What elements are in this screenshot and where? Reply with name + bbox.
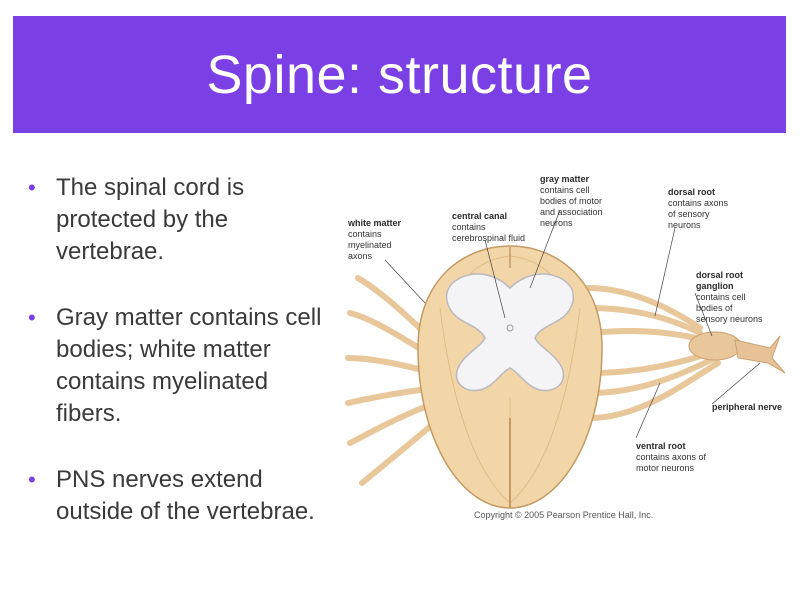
bullet-dot-icon: • [28,467,36,492]
bullet-text: Gray matter contains cell bodies; white … [56,304,322,427]
svg-text:neurons: neurons [540,218,573,228]
bullet-item: • Gray matter contains cell bodies; whit… [28,302,328,430]
bullet-text: PNS nerves extend outside of the vertebr… [56,466,315,525]
svg-text:central canal: central canal [452,211,507,221]
label-gray-matter: gray matter contains cell bodies of moto… [540,174,603,228]
svg-text:dorsal root: dorsal root [696,270,743,280]
svg-text:cerebrospinal fluid: cerebrospinal fluid [452,233,525,243]
label-dorsal-root: dorsal root contains axons of sensory ne… [668,187,729,230]
svg-text:contains cell: contains cell [540,185,590,195]
svg-text:contains axons of: contains axons of [636,452,707,462]
bullet-dot-icon: • [28,175,36,200]
label-dorsal-root-ganglion: dorsal root ganglion contains cell bodie… [696,270,763,324]
title-band: Spine: structure [13,16,786,133]
bullet-item: • The spinal cord is protected by the ve… [28,172,328,268]
slide-title: Spine: structure [206,44,593,105]
svg-text:ganglion: ganglion [696,281,734,291]
copyright-caption: Copyright © 2005 Pearson Prentice Hall, … [474,510,653,520]
spinal-cord-diagram: white matter contains myelinated axons c… [340,168,792,528]
svg-text:sensory neurons: sensory neurons [696,314,763,324]
svg-text:contains: contains [452,222,486,232]
bullet-list: • The spinal cord is protected by the ve… [28,172,328,562]
svg-text:bodies of: bodies of [696,303,733,313]
label-ventral-root: ventral root contains axons of motor neu… [636,441,707,473]
svg-text:contains axons: contains axons [668,198,729,208]
bullet-item: • PNS nerves extend outside of the verte… [28,464,328,528]
svg-text:motor neurons: motor neurons [636,463,695,473]
spinal-cord-illustration: white matter contains myelinated axons c… [345,174,786,520]
svg-text:of sensory: of sensory [668,209,710,219]
central-canal [506,324,514,332]
leader-lines [384,209,761,439]
svg-text:and association: and association [540,207,603,217]
label-central-canal: central canal contains cerebrospinal flu… [452,211,525,243]
gray-matter [445,273,575,392]
dorsal-root-ganglion [688,331,742,361]
svg-text:neurons: neurons [668,220,701,230]
svg-text:gray matter: gray matter [540,174,590,184]
svg-text:white matter: white matter [347,218,402,228]
label-white-matter: white matter contains myelinated axons [347,218,402,261]
svg-text:axons: axons [348,251,373,261]
svg-text:contains cell: contains cell [696,292,746,302]
bullet-dot-icon: • [28,305,36,330]
bullet-text: The spinal cord is protected by the vert… [56,174,245,265]
svg-text:dorsal root: dorsal root [668,187,715,197]
svg-text:peripheral nerve: peripheral nerve [712,402,782,412]
label-peripheral-nerve: peripheral nerve [712,402,782,412]
peripheral-nerve [734,335,786,374]
svg-text:contains: contains [348,229,382,239]
svg-text:myelinated: myelinated [348,240,392,250]
svg-text:ventral root: ventral root [636,441,686,451]
svg-text:bodies of motor: bodies of motor [540,196,602,206]
